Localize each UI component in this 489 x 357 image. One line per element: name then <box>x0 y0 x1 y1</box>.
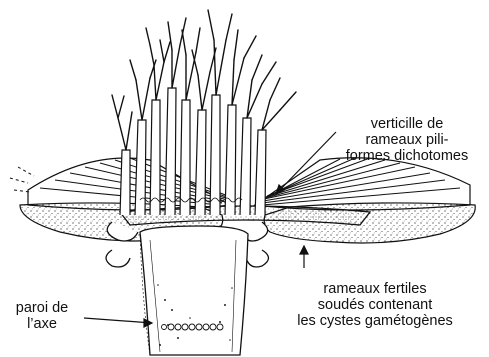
label-rameaux-fertiles: rameaux fertiles soudés contenant les cy… <box>290 281 460 329</box>
label-paroi: paroi de l’axe <box>2 300 82 332</box>
label-rameaux-line2: soudés contenant <box>290 297 460 313</box>
label-paroi-line1: paroi de <box>2 300 82 316</box>
label-verticille: verticille de rameaux pili- formes dicho… <box>327 116 487 164</box>
label-rameaux-line1: rameaux fertiles <box>290 281 460 297</box>
label-rameaux-line3: les cystes gamétogènes <box>290 313 460 329</box>
label-verticille-line2: rameaux pili- <box>327 132 487 148</box>
label-paroi-line2: l’axe <box>2 316 82 332</box>
gametangial-cysts <box>162 324 224 330</box>
label-verticille-line3: formes dichotomes <box>327 148 487 164</box>
label-verticille-line1: verticille de <box>327 116 487 132</box>
